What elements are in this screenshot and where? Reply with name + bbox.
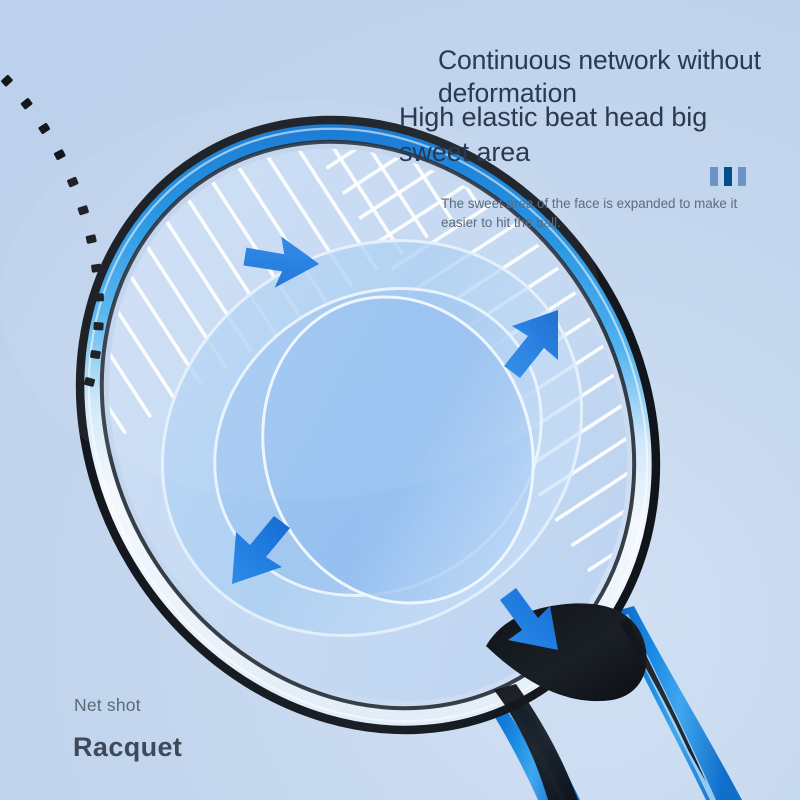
footer-title: Racquet <box>73 732 183 762</box>
arrow-up-right <box>504 310 558 378</box>
bar-dark-center <box>724 167 732 186</box>
arrow-up-left <box>243 236 320 288</box>
grommets <box>1 74 104 387</box>
description-text: The sweet area of the face is expanded t… <box>441 196 738 231</box>
bar-light-left <box>710 167 718 186</box>
face-sheen <box>0 100 600 500</box>
headline-primary: Continuous network with­out deformation <box>438 45 761 109</box>
decorative-bars <box>710 167 746 186</box>
bar-light-right <box>738 167 746 186</box>
expansion-arrows <box>232 236 558 650</box>
arrow-down-left <box>232 516 290 584</box>
footer-kicker: Net shot <box>74 695 141 715</box>
arrow-down-right <box>500 588 558 650</box>
headline-secondary: High elastic beat head big sweet area <box>399 102 708 167</box>
